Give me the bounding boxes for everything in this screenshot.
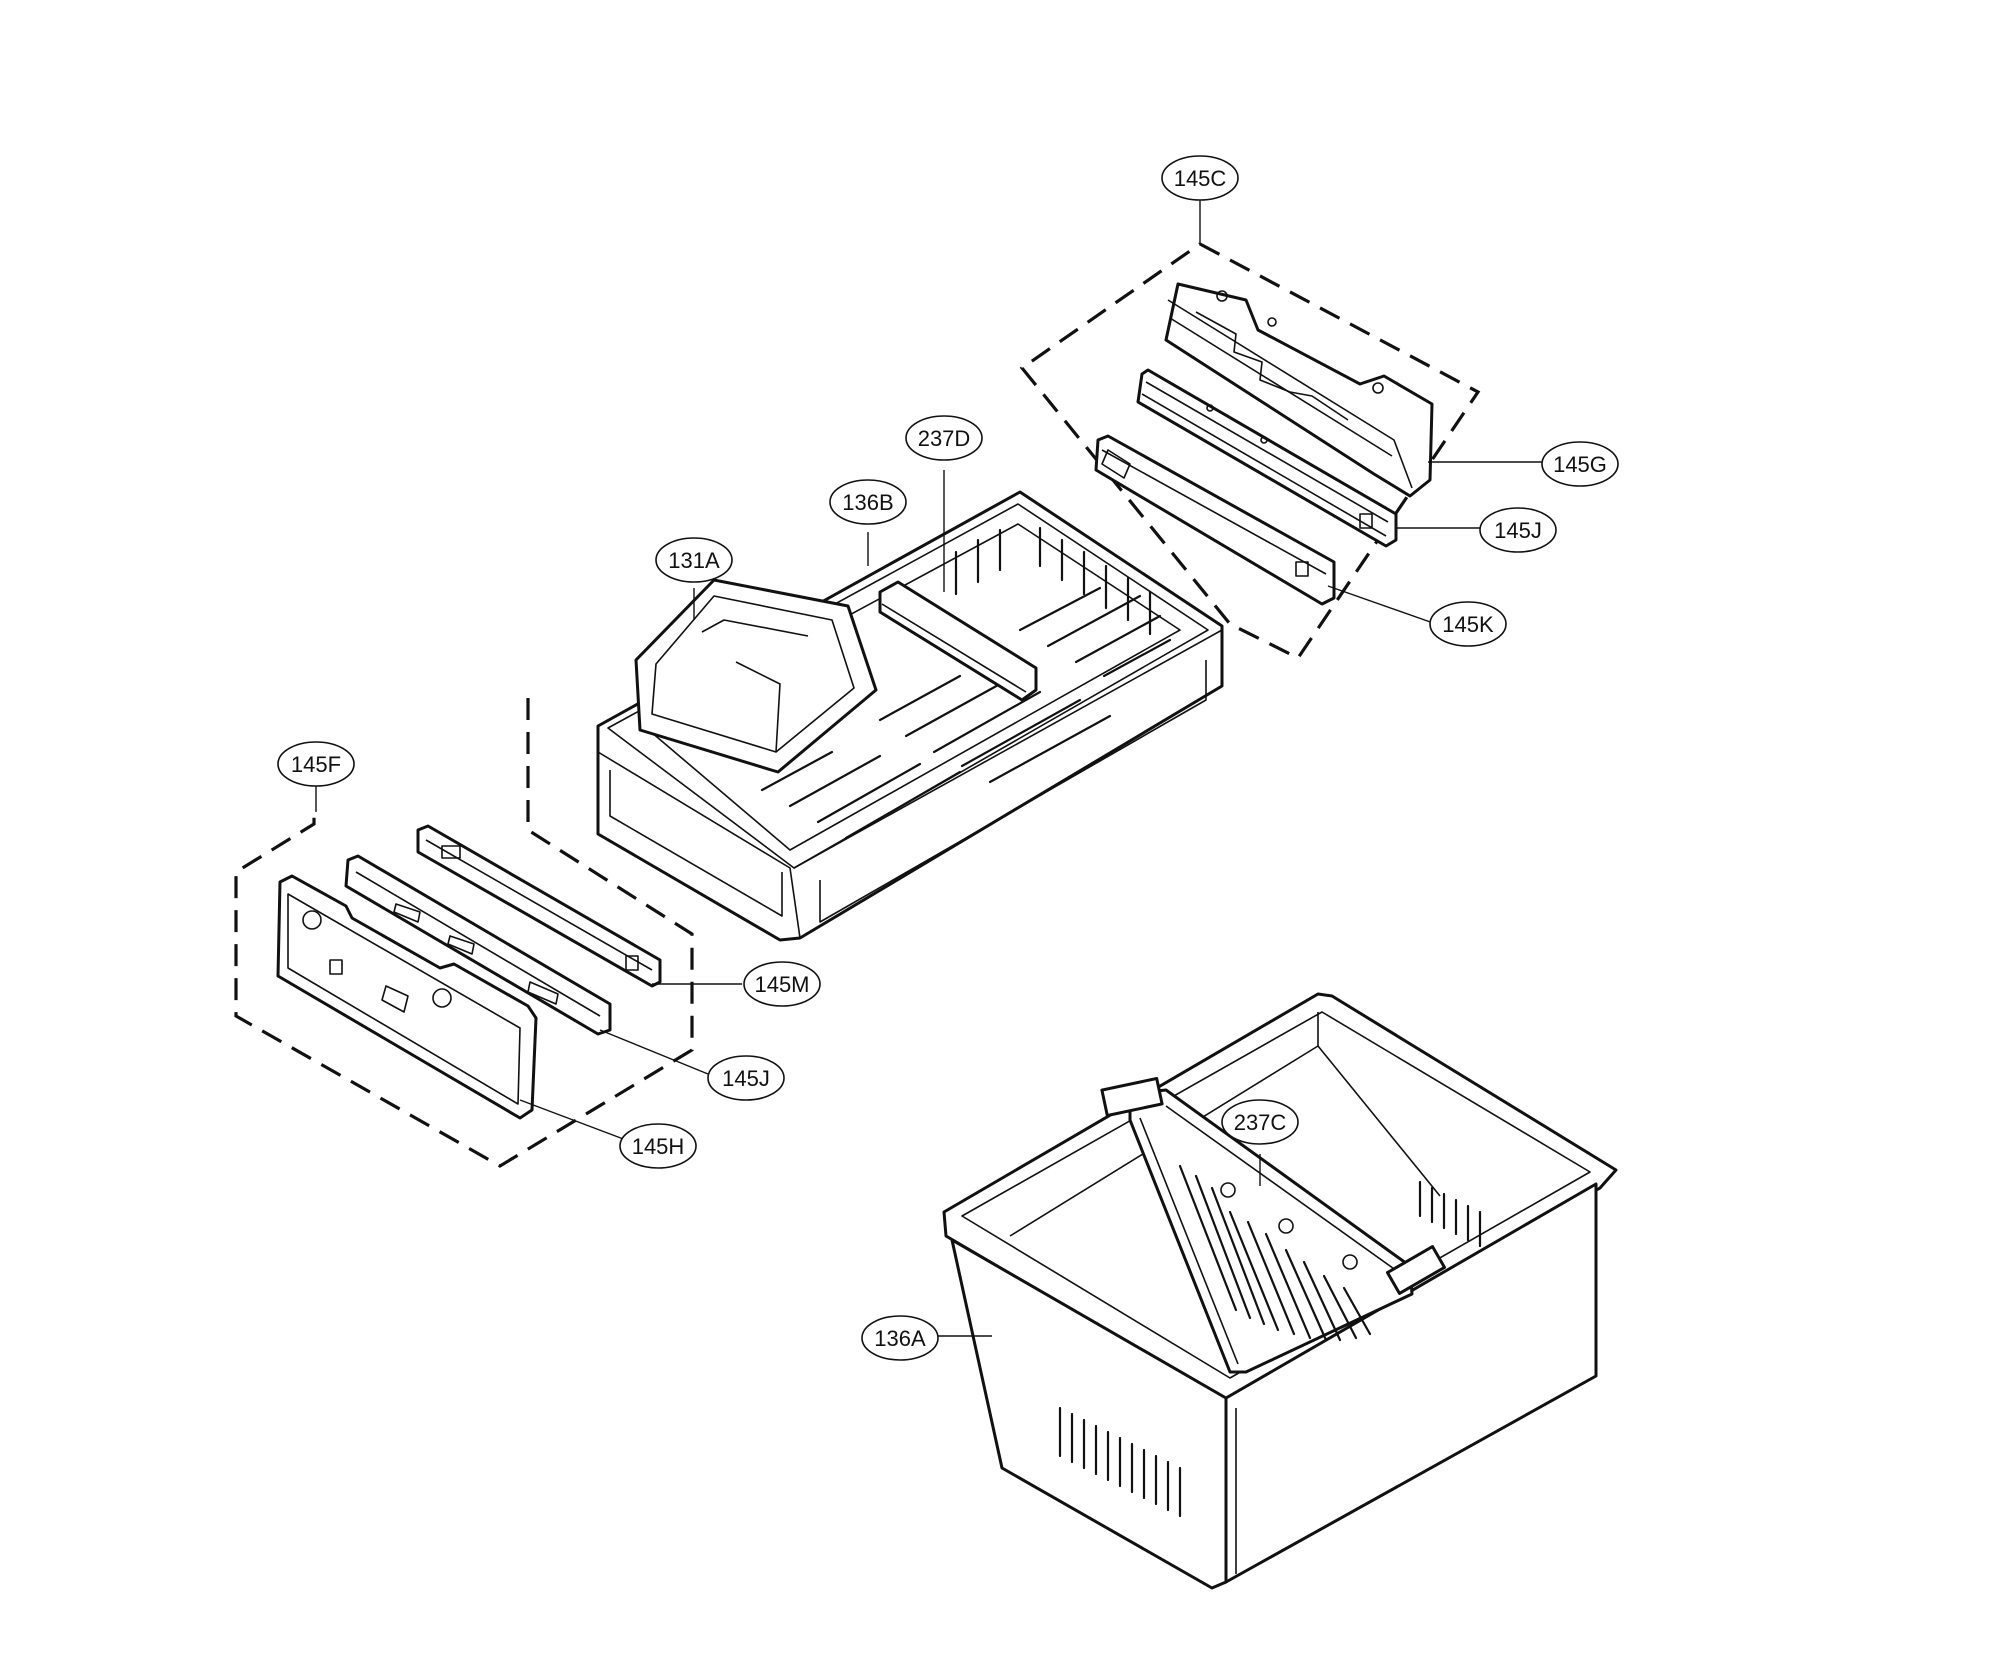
svg-text:145J: 145J <box>1494 518 1542 543</box>
callout-136B: 136B <box>829 479 907 525</box>
bin-131A <box>634 578 878 774</box>
callout-145K: 145K <box>1429 601 1507 647</box>
rail-145J-top <box>1136 368 1398 548</box>
divider-237D <box>878 580 1038 702</box>
divider-237C <box>1100 1076 1447 1374</box>
tray-136B <box>596 490 1224 942</box>
svg-text:237D: 237D <box>918 426 971 451</box>
svg-text:237C: 237C <box>1234 1110 1287 1135</box>
svg-text:136B: 136B <box>842 490 893 515</box>
svg-text:145J: 145J <box>722 1066 770 1091</box>
rail-145J-bottom <box>344 854 612 1036</box>
callout-237D: 237D <box>905 415 983 461</box>
group-boundary-145F <box>234 698 694 1168</box>
svg-text:145F: 145F <box>291 752 341 777</box>
rail-assembly-145F-group <box>234 698 742 1168</box>
svg-text:145K: 145K <box>1442 612 1494 637</box>
callout-131A: 131A <box>655 537 733 583</box>
rail-145K <box>1094 434 1336 606</box>
svg-text:145C: 145C <box>1174 166 1227 191</box>
tray-floor-slots <box>760 586 1172 840</box>
bracket-145G <box>1164 282 1434 498</box>
rail-145M <box>416 824 662 988</box>
svg-text:145M: 145M <box>754 972 809 997</box>
svg-text:145G: 145G <box>1553 452 1607 477</box>
callout-237C: 237C <box>1221 1099 1299 1145</box>
callout-145H: 145H <box>619 1123 697 1169</box>
drawer-back-vents <box>1418 1180 1482 1248</box>
drawer-136A <box>942 992 1618 1590</box>
bracket-145H <box>276 874 538 1120</box>
callout-145C: 145C <box>1161 155 1239 201</box>
callout-145J-bottom: 145J <box>707 1055 785 1101</box>
callout-145J-top: 145J <box>1479 507 1557 553</box>
callout-136A: 136A <box>861 1315 939 1361</box>
callout-145F: 145F <box>277 741 355 787</box>
svg-text:136A: 136A <box>874 1326 926 1351</box>
svg-text:145H: 145H <box>632 1134 685 1159</box>
callout-145G: 145G <box>1541 441 1619 487</box>
tray-wall-slots <box>954 526 1152 636</box>
rail-assembly-145C-group <box>1019 200 1544 661</box>
callout-145M: 145M <box>743 961 821 1007</box>
drawer-front-vents <box>1058 1406 1182 1518</box>
svg-text:131A: 131A <box>668 548 720 573</box>
